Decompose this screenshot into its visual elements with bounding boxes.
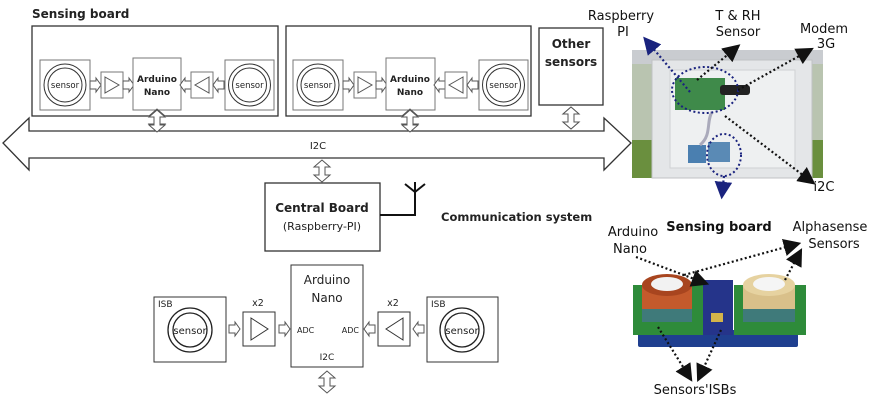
svg-text:Nano: Nano [397,88,423,98]
other-sensors-box: Other sensors [538,27,604,106]
svg-text:sensor: sensor [235,81,264,91]
enclosure-annotation-arrows [643,36,816,200]
amplifier-icon [250,317,269,341]
svg-text:Sensor: Sensor [716,25,761,40]
svg-text:ISB: ISB [158,300,173,310]
svg-text:ISB: ISB [431,300,446,310]
antenna-icon [380,182,426,216]
communication-system-label: Communication system [441,210,592,224]
svg-text:Arduino: Arduino [304,273,350,287]
sensing-board-photo [633,274,806,347]
i2c-bus-arrow [2,116,632,172]
raspberry-pi-board [675,78,725,110]
svg-text:Central Board: Central Board [275,201,369,215]
sensing-board-title: Sensing board [32,7,129,21]
svg-text:3G: 3G [817,37,835,52]
svg-text:(Raspberry-PI): (Raspberry-PI) [283,220,361,233]
detail-i2c-arrow-icon [318,370,336,394]
svg-text:Nano: Nano [311,291,342,305]
board-annotation-arrows [635,239,803,382]
amplifier-icon [385,317,404,341]
i2c-bus-label: I2C [310,141,326,152]
svg-text:Arduino: Arduino [390,75,430,85]
svg-text:sensor: sensor [489,81,518,91]
central-board-box: Central Board (Raspberry-PI) [264,182,381,252]
amplifier-icon [357,76,374,94]
amplifier-icon [104,76,121,94]
svg-text:PI: PI [617,25,629,40]
modem-annotation: Modem [800,22,848,37]
svg-text:Arduino: Arduino [137,75,177,85]
svg-text:sensor: sensor [445,326,479,337]
central-connector-arrow-icon [313,159,331,183]
sensors-isbs-annotation: Sensors'ISBs [654,383,737,398]
sensing-board-2: sensor Arduino Nano sensor [285,25,532,117]
svg-text:ADC: ADC [342,326,360,335]
enclosure-photo [632,50,823,179]
trh-sensor-annotation: T & RH [714,9,760,24]
detail-arduino-nano: Arduino Nano ADC ADC I2C [290,264,364,368]
detail-left-isb: ISB sensor [153,296,227,363]
alphasense-annotation: Alphasense [793,220,868,235]
arduino-box [385,57,436,111]
raspberry-pi-annotation: Raspberry [588,9,654,24]
svg-text:ADC: ADC [297,326,315,335]
svg-text:Nano: Nano [144,88,170,98]
svg-text:Nano: Nano [613,242,647,257]
modem-dongle [720,85,750,95]
sensing-board-photo-title: Sensing board [666,220,771,235]
svg-text:I2C: I2C [320,353,335,363]
svg-text:Other: Other [552,37,591,51]
i2c-annotation: i2C [814,180,835,195]
amplifier-icon [447,76,464,94]
arduino-nano-pcb [703,280,733,335]
left-gain-label: x2 [252,298,264,309]
svg-text:sensor: sensor [304,81,333,91]
detail-right-isb: ISB sensor [426,296,499,363]
sensor-label: sensor [51,81,80,91]
svg-text:Sensors: Sensors [808,237,860,252]
arduino-nano-annotation: Arduino [608,225,658,240]
sensing-board-1: sensor Arduino Nano sensor [31,25,279,117]
right-gain-label: x2 [387,298,399,309]
svg-text:sensor: sensor [173,326,207,337]
amplifier-icon [193,76,210,94]
svg-text:sensors: sensors [545,55,597,69]
